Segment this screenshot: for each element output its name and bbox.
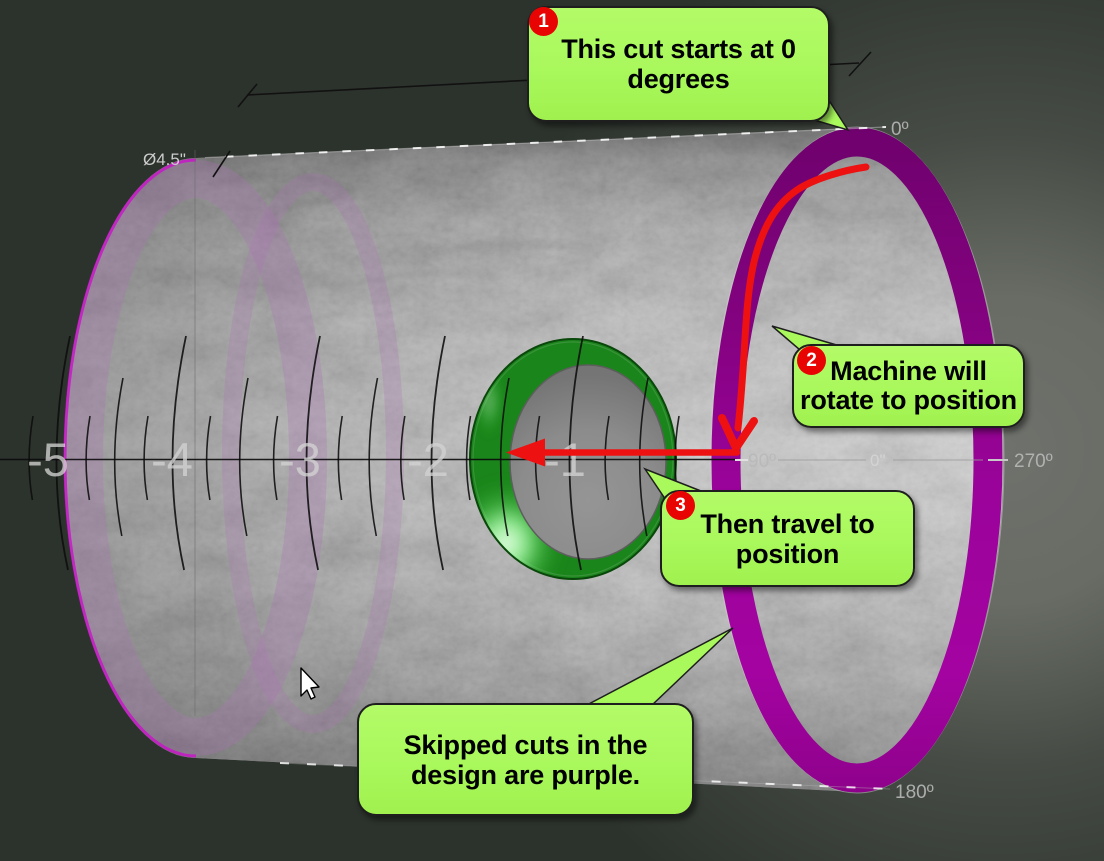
scene-shape: [224, 126, 887, 158]
scene-shape: [55, 335, 584, 571]
callout-1-line2: degrees: [627, 64, 730, 94]
ruler-label: -5: [27, 433, 69, 486]
surface-streaks: [209, 173, 821, 322]
ruler-label: -3: [279, 433, 321, 486]
scene-shape: [63, 158, 197, 758]
callout-3-line1: Then travel to: [700, 508, 875, 539]
ruler-label: -2: [407, 433, 449, 486]
scene-shape: [329, 271, 501, 292]
callout-3-line2: position: [735, 538, 840, 569]
angle-label-180: 180º: [895, 782, 934, 803]
axis-line: [0, 458, 1008, 461]
left-end-skipped-cut: [63, 158, 327, 758]
angle-label-270: 270º: [1014, 451, 1053, 472]
scene-shape: [212, 150, 231, 178]
scene-shape: [299, 312, 391, 322]
angle-label-90: 90º: [748, 451, 776, 472]
annotation-arrows: [506, 163, 870, 467]
diameter-label: Ø4.5": [143, 150, 186, 169]
callout-4-line1: Skipped cuts in the: [403, 729, 648, 760]
callout-2-line1: Machine will: [830, 356, 987, 386]
scene-shape: [237, 83, 258, 108]
callout-2-badge: 2: [797, 346, 826, 375]
callout-4: Skipped cuts in the design are purple.: [357, 703, 694, 816]
callout-1-badge: 1: [529, 7, 558, 36]
ruler-label: -1: [544, 433, 586, 486]
origin-label: 0": [870, 451, 886, 470]
callout-2: Machine will rotate to position: [792, 344, 1025, 428]
angle-label-0: 0º: [891, 119, 909, 140]
scene-shape: [209, 173, 351, 226]
scene-shape: [848, 51, 872, 77]
scene-shape: [699, 199, 821, 212]
callout-3-badge: 3: [666, 491, 695, 520]
ruler-labels: -5 -4 -3 -2 -1: [27, 433, 586, 486]
mid-skipped-cut: [222, 173, 404, 733]
mouse-cursor: [300, 667, 320, 700]
scene-shape: [429, 241, 603, 263]
ruler-label: -4: [151, 433, 193, 486]
travel-arrow-head: [506, 438, 545, 467]
rotate-arrow: [734, 163, 870, 432]
scene-shape: [300, 667, 320, 700]
scene-shape: [113, 377, 649, 537]
callout-1-line1: This cut starts at 0: [561, 34, 796, 64]
callout-4-line2: design are purple.: [411, 759, 640, 790]
callout-1: This cut starts at 0 degrees: [527, 6, 830, 122]
angle-labels: 0º 90º 0" 270º 180º: [748, 119, 1053, 803]
callout-3: Then travel to position: [660, 490, 915, 587]
callout-2-line2: rotate to position: [800, 385, 1017, 415]
scene-shape: [509, 364, 667, 560]
rotate-arrow-head: [718, 414, 758, 452]
scene-shape: [65, 160, 327, 756]
